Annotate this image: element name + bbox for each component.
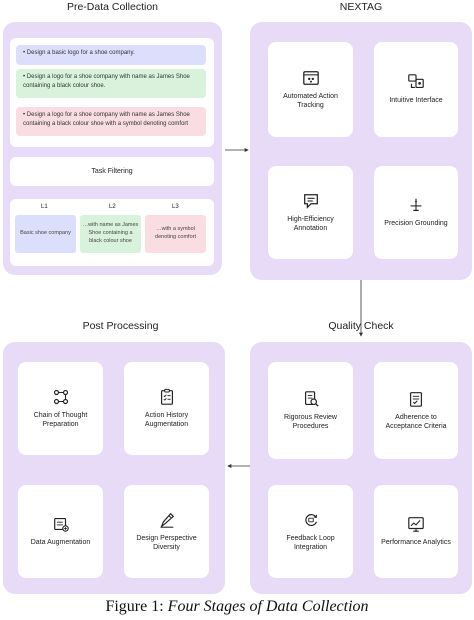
- pre-data-title: Pre-Data Collection: [66, 1, 159, 13]
- post-label-design-diversity: Design Perspective Diversity: [136, 534, 197, 551]
- feedback-icon: [304, 513, 317, 526]
- post-card-action-history: Action History Augmentation: [124, 362, 209, 455]
- nextag-label-tracking: Automated Action Tracking: [283, 92, 338, 109]
- caption-title: Four Stages of Data Collection: [167, 598, 369, 615]
- task-level-1-text: Design a basic logo for a shoe company.: [26, 50, 135, 56]
- nextag-label-interface: Intuitive Interface: [389, 97, 443, 105]
- qc-label-criteria: Adherence to Acceptance Criteria: [385, 413, 447, 430]
- pen-icon: [159, 512, 174, 528]
- qc-label-feedback: Feedback Loop Integration: [286, 534, 335, 551]
- nextag-card-interface: Intuitive Interface: [374, 42, 458, 137]
- qc-label-review: Rigorous Review Procedures: [284, 413, 337, 430]
- post-card-design-diversity: Design Perspective Diversity: [124, 485, 209, 578]
- tracking-icon: [302, 70, 319, 85]
- criteria-icon: [410, 391, 422, 407]
- level-label-2: L2: [109, 204, 116, 210]
- nextag-card-grounding: Precision Grounding: [374, 166, 458, 259]
- post-card-data-augmentation: Data Augmentation: [18, 485, 103, 578]
- task-level-3-text: Design a logo for a shoe company with na…: [23, 112, 190, 127]
- task-filtering-label: Task Filtering: [91, 167, 133, 175]
- post-processing-title: Post Processing: [82, 320, 159, 332]
- caption-prefix: Figure 1:: [105, 598, 168, 615]
- nextag-card-tracking: Automated Action Tracking: [268, 42, 353, 137]
- nextag-label-annotation: High-Efficiency Annotation: [287, 215, 334, 232]
- qc-label-analytics: Performance Analytics: [381, 539, 451, 547]
- grounding-icon: [410, 198, 422, 212]
- post-label-chain-of-thought: Chain of Thought Preparation: [33, 411, 88, 428]
- figure-caption: Figure 1: Four Stages of Data Collection: [0, 598, 474, 616]
- nextag-card-annotation: High-Efficiency Annotation: [268, 166, 353, 259]
- task-level-2-text: Design a logo for a shoe company with na…: [23, 74, 190, 89]
- post-label-action-history: Action History Augmentation: [144, 411, 189, 428]
- qc-card-review: Rigorous Review Procedures: [268, 362, 353, 459]
- level-label-1: L1: [41, 204, 48, 210]
- post-label-data-augmentation: Data Augmentation: [30, 539, 91, 547]
- nextag-label-grounding: Precision Grounding: [384, 220, 448, 228]
- qc-card-feedback: Feedback Loop Integration: [268, 485, 353, 578]
- interface-icon: [408, 74, 424, 89]
- task-level-1: • Design a basic logo for a shoe company…: [16, 45, 206, 65]
- level-box-3: …with a symbol denoting comfort: [145, 215, 206, 253]
- review-icon: [304, 390, 319, 407]
- task-filtering-card: Task Filtering: [10, 157, 214, 186]
- level-box-1: Basic shoe company: [15, 215, 76, 253]
- task-level-3: • Design a logo for a shoe company with …: [16, 107, 206, 136]
- flow-icon: [53, 389, 68, 404]
- qc-card-criteria: Adherence to Acceptance Criteria: [374, 362, 458, 459]
- checklist-icon: [160, 388, 173, 405]
- data-icon: [53, 518, 69, 533]
- nextag-title: NEXTAG: [339, 1, 383, 13]
- level-box-2: …with name as James Shoe containing a bl…: [80, 215, 141, 253]
- annotation-icon: [303, 193, 318, 209]
- level-label-3: L3: [172, 204, 179, 210]
- post-card-chain-of-thought: Chain of Thought Preparation: [18, 362, 103, 455]
- qc-card-analytics: Performance Analytics: [374, 485, 458, 578]
- analytics-icon: [408, 517, 424, 533]
- task-level-2: • Design a logo for a shoe company with …: [16, 69, 206, 98]
